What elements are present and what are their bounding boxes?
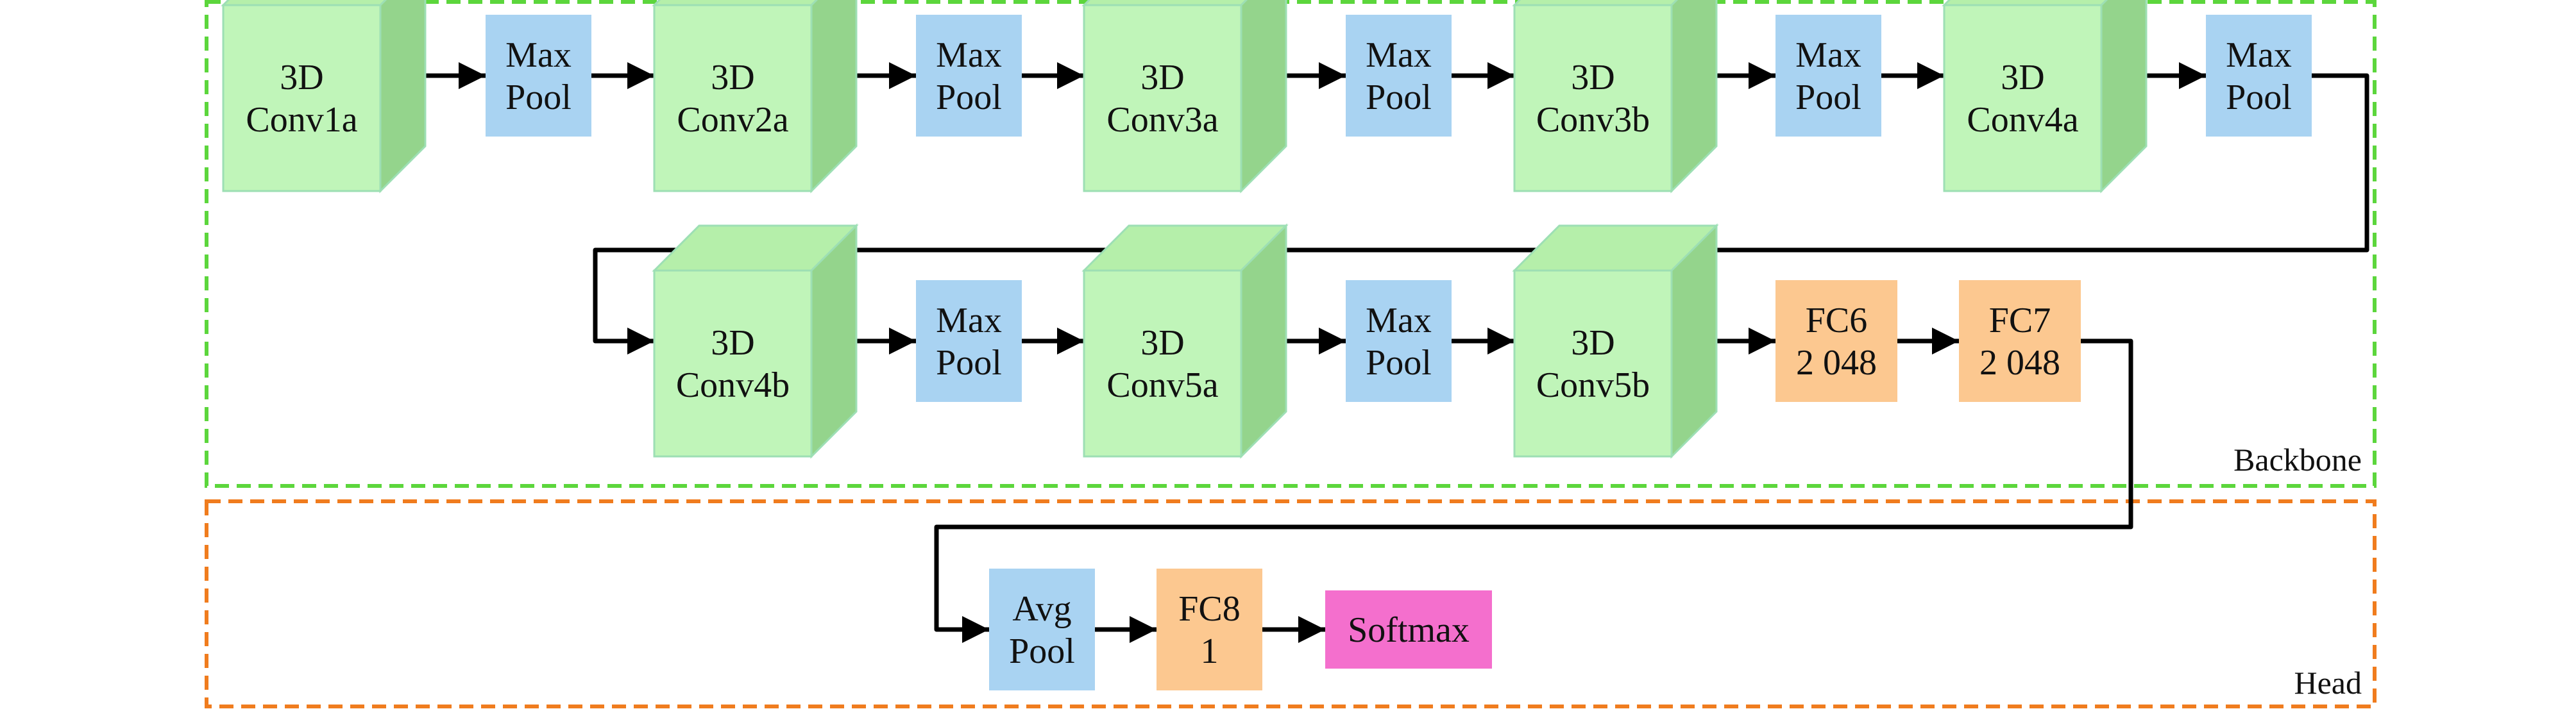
- conv1a-front-face: [222, 4, 382, 192]
- softmax-label: Softmax: [1348, 610, 1470, 650]
- conv4a-side-face: [2100, 0, 2148, 194]
- avgpool-box: [989, 569, 1095, 690]
- conv2a-front-face: [653, 4, 813, 192]
- pool3a-box: [1346, 15, 1452, 137]
- head-group-label: Head: [2294, 665, 2362, 701]
- conv3b-front-face: [1513, 4, 1673, 192]
- fc8-box: [1157, 569, 1262, 690]
- fc7-box: [1959, 280, 2081, 402]
- conv1a-side-face: [379, 0, 427, 194]
- conv5b-front-face: [1513, 269, 1673, 458]
- conv5a-front-face: [1083, 269, 1242, 458]
- pool2-box: [916, 15, 1022, 137]
- head-group-frame: [205, 499, 2377, 708]
- conv2a-side-face: [810, 0, 858, 194]
- conv3a-side-face: [1240, 0, 1287, 194]
- softmax-block: Softmax: [1325, 590, 1492, 669]
- conv4a-front-face: [1943, 4, 2103, 192]
- pool3b-box: [1775, 15, 1881, 137]
- pool5-box: [1346, 280, 1452, 402]
- softmax-box: [1325, 590, 1492, 669]
- pool1-box: [486, 15, 591, 137]
- conv4b-front-face: [653, 269, 813, 458]
- backbone-group-label: Backbone: [2233, 442, 2362, 478]
- backbone-group-frame: [205, 0, 2377, 488]
- fc6-box: [1775, 280, 1897, 402]
- arrow-pool4a-to-conv4b: [593, 73, 2369, 354]
- conv3a-front-face: [1083, 4, 1242, 192]
- pool4b-box: [916, 280, 1022, 402]
- conv3b-side-face: [1670, 0, 1718, 194]
- pool4a-box: [2206, 15, 2312, 137]
- arrow-fc7-to-avgpool: [934, 338, 2133, 643]
